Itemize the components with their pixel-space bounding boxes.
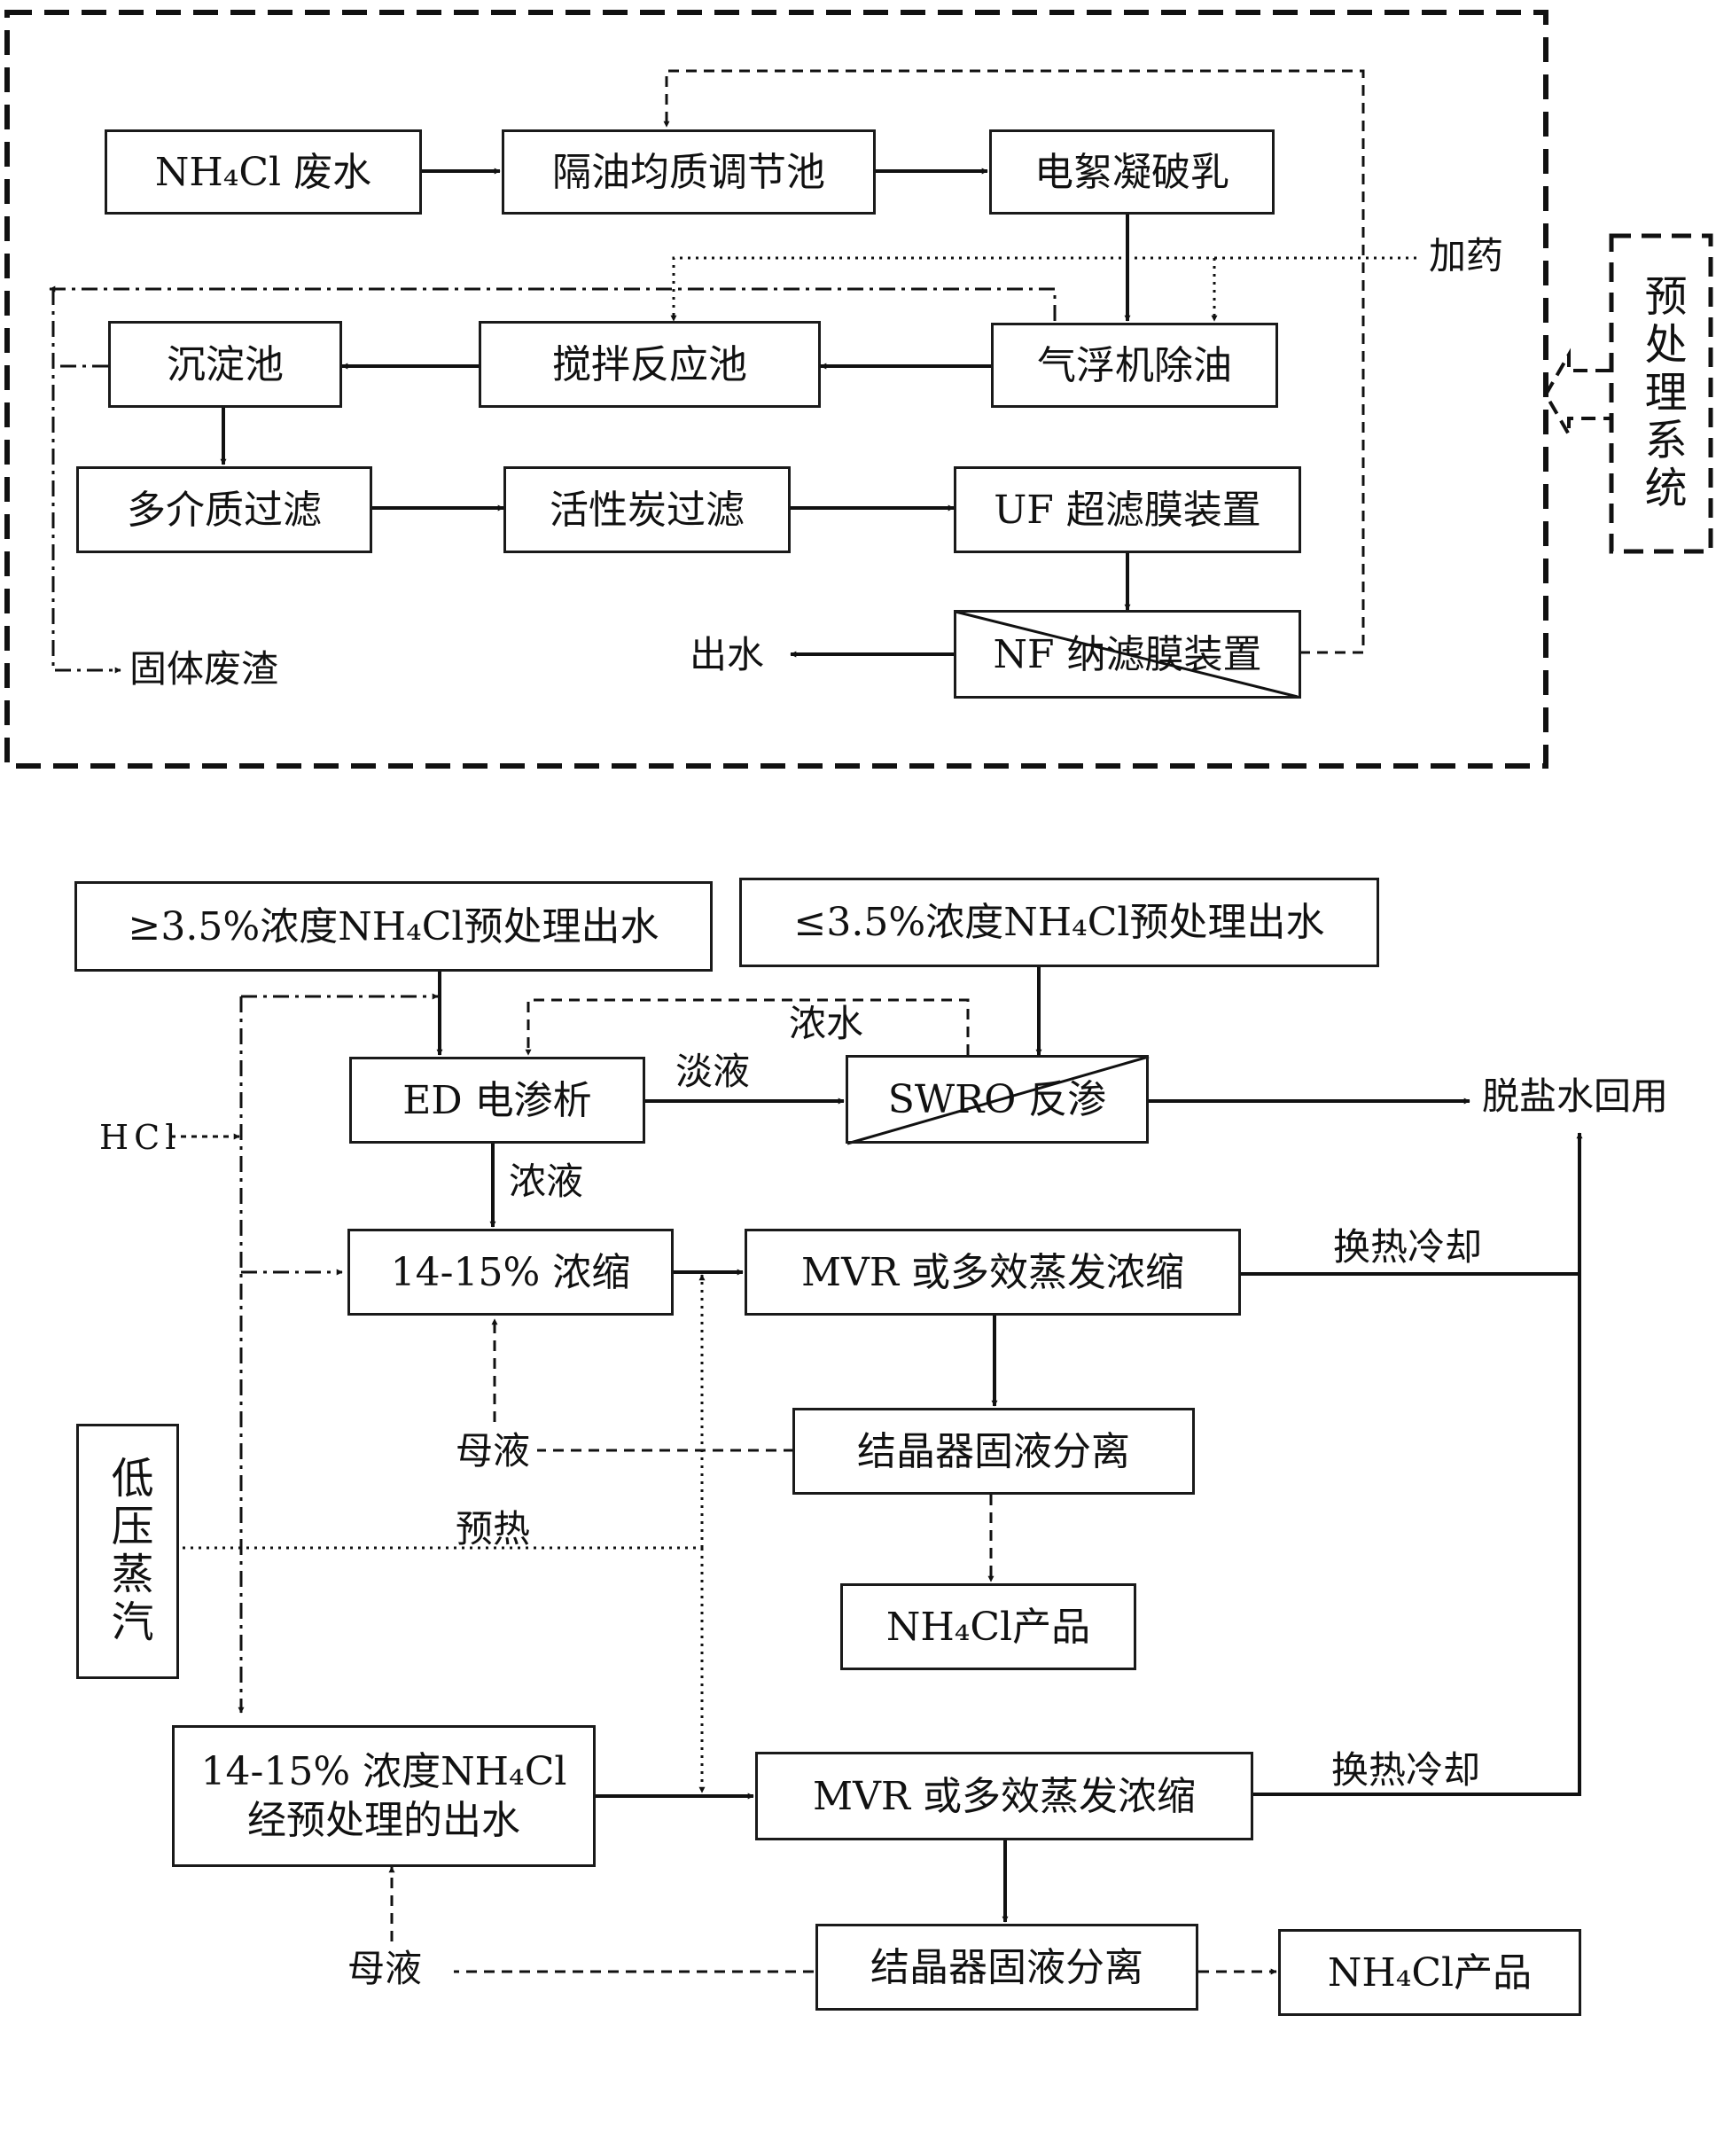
- box-swro: SWRO 反渗: [846, 1055, 1149, 1144]
- system-label-frame: [1609, 233, 1713, 554]
- label-heat-exchange-2: 换热冷却: [1331, 1748, 1481, 1792]
- box-mvr-1: MVR 或多效蒸发浓缩: [745, 1229, 1241, 1316]
- box-uf-device: UF 超滤膜装置: [954, 466, 1301, 553]
- box-air-flotation: 气浮机除油: [991, 323, 1278, 408]
- solid-waste-to-output: [51, 289, 121, 674]
- nf-diagonal: [955, 610, 1299, 699]
- box-nf-device: NF 纳滤膜装置: [954, 610, 1301, 699]
- dosing-line: [670, 256, 1416, 322]
- label-mother-liquor-2: 母液: [347, 1947, 423, 1990]
- box-stirring-tank: 搅拌反应池: [479, 321, 821, 408]
- arrow-swro-concentrate-to-ed: [525, 998, 970, 1056]
- label-dosing: 加药: [1429, 234, 1504, 277]
- box-crystallizer-1: 结晶器固液分离: [792, 1408, 1195, 1495]
- system-hollow-arrow: [1543, 348, 1610, 441]
- label-concentrated-liquid: 浓液: [509, 1160, 584, 1203]
- system-label-text: 预处理系统: [1636, 274, 1687, 513]
- box-activated-carbon-filter: 活性炭过滤: [503, 466, 791, 553]
- label-dilute: 淡液: [675, 1050, 751, 1093]
- box-crystallizer-2: 结晶器固液分离: [815, 1924, 1198, 2011]
- arrow-nf-recycle-to-oiltank: [663, 69, 1365, 654]
- line-mvr2-heat-exchange: [1253, 1132, 1583, 1796]
- label-heat-exchange-1: 换热冷却: [1333, 1225, 1483, 1269]
- box-concentration: 14-15% 浓缩: [347, 1229, 674, 1316]
- box-multimedia-filter: 多介质过滤: [76, 466, 372, 553]
- label-outlet-water: 出水: [690, 633, 765, 676]
- box-product-2: NH₄Cl产品: [1278, 1929, 1581, 2016]
- box-sedimentation-tank: 沉淀池: [108, 321, 342, 408]
- box-product-1: NH₄Cl产品: [840, 1583, 1136, 1670]
- pretreatment-frame: [4, 10, 1548, 769]
- system-label: 预处理系统: [1615, 239, 1707, 548]
- label-desalted-reuse: 脱盐水回用: [1482, 1074, 1669, 1118]
- label-solid-waste: 固体废渣: [129, 647, 279, 691]
- swro-diagonal: [846, 1055, 1150, 1145]
- label-mother-liquor-1: 母液: [456, 1429, 531, 1472]
- box-low-pressure-steam: 低压蒸汽: [76, 1424, 179, 1679]
- box-feed-14: 14-15% 浓度NH₄Cl 经预处理的出水: [172, 1725, 596, 1867]
- box-feed-low: ≤3.5%浓度NH₄Cl预处理出水: [739, 878, 1379, 967]
- box-ed: ED 电渗析: [349, 1057, 645, 1144]
- label-preheat: 预热: [456, 1507, 531, 1551]
- box-feed-high: ≥3.5%浓度NH₄Cl预处理出水: [74, 881, 713, 972]
- label-concentrate-water: 浓水: [789, 1002, 864, 1045]
- solid-waste-from-airflot: [49, 285, 1057, 321]
- box-electroflocculation: 电絮凝破乳: [989, 129, 1275, 215]
- box-mvr-2: MVR 或多效蒸发浓缩: [755, 1752, 1253, 1840]
- box-wastewater: NH₄Cl 废水: [105, 129, 422, 215]
- box-oil-separation-tank: 隔油均质调节池: [502, 129, 876, 215]
- low-pressure-steam-text: 低压蒸汽: [103, 1456, 153, 1647]
- label-hcl: HCl: [99, 1118, 182, 1157]
